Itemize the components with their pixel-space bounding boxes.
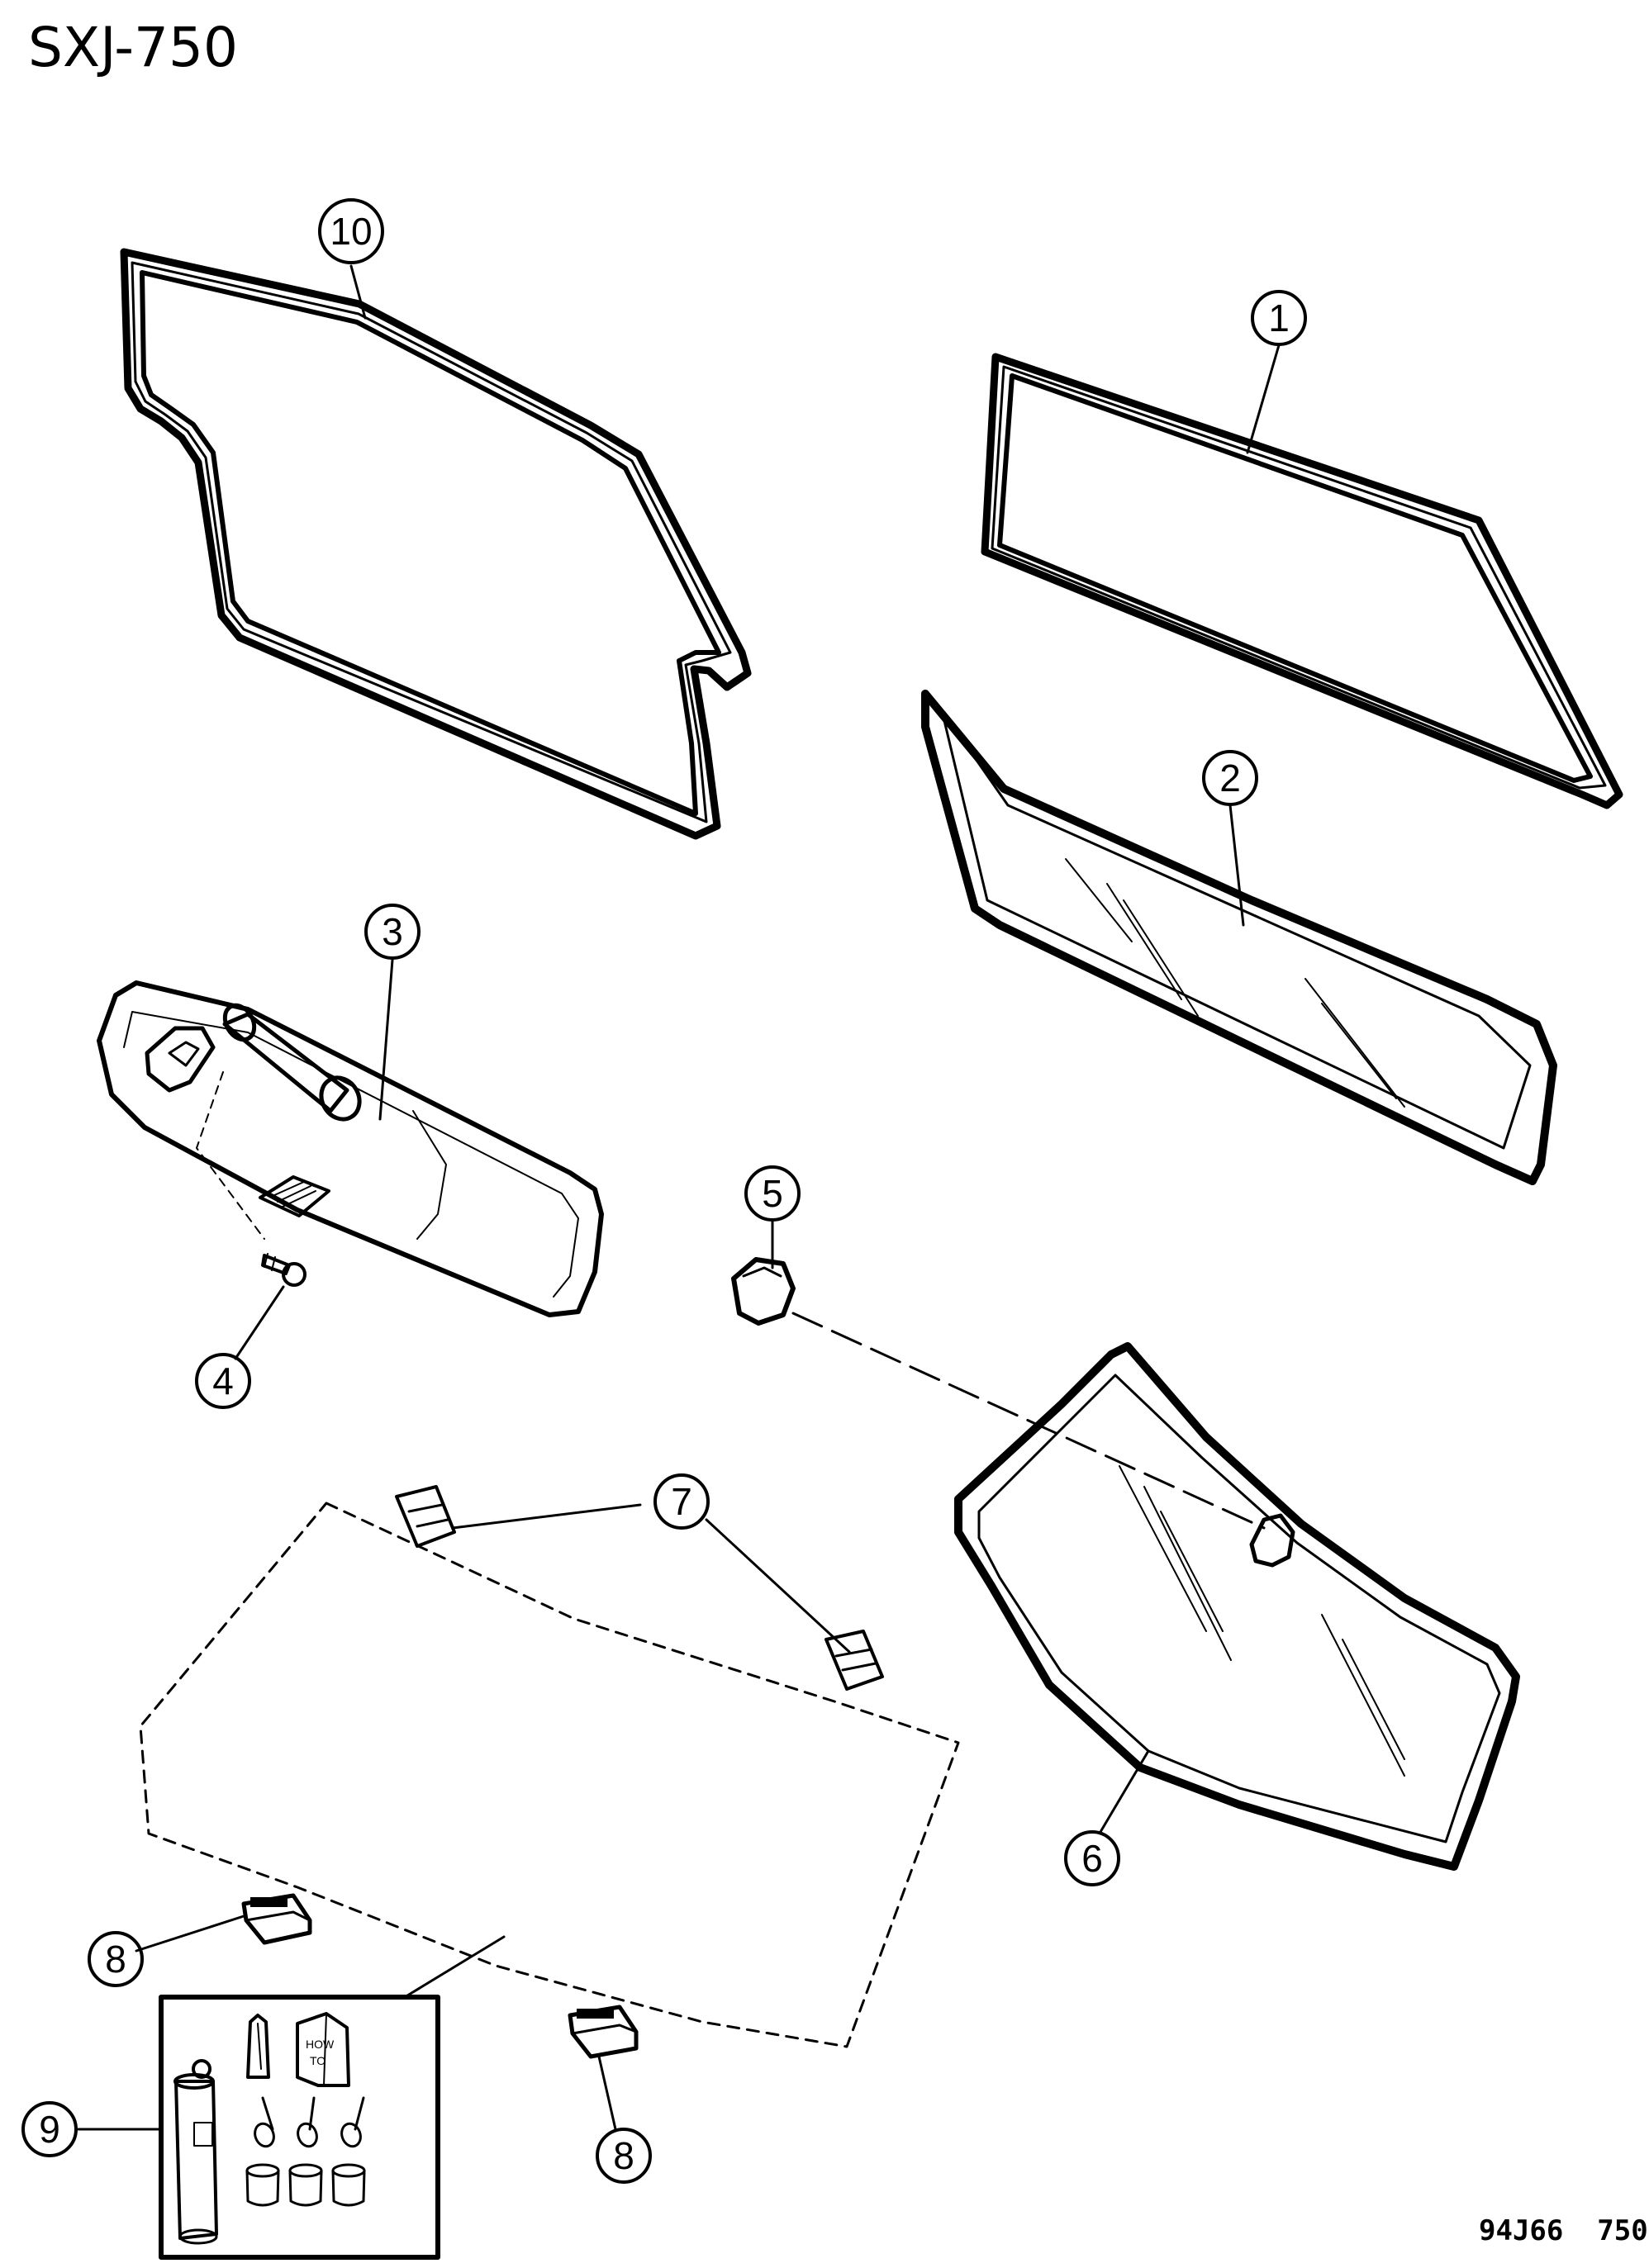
callout-3-label: 3	[382, 910, 403, 953]
windshield-spacer-upper	[395, 1485, 456, 1548]
diagram-id: SXJ-750	[28, 16, 238, 79]
support-block-right	[568, 2005, 639, 2059]
callout-8-left: 8	[88, 1931, 144, 1987]
callout-4-label: 4	[212, 1359, 234, 1402]
callout-6-label: 6	[1081, 1837, 1103, 1880]
kit-booklet-line-1: HOW	[306, 2038, 335, 2051]
callout-10-label: 10	[330, 210, 372, 253]
callout-8-right-label: 8	[613, 2134, 634, 2177]
callout-8-right: 8	[596, 2128, 652, 2184]
callout-1: 1	[1251, 290, 1307, 346]
callout-1-label: 1	[1268, 297, 1290, 339]
callout-2: 2	[1202, 750, 1258, 806]
windshield-position-outline	[139, 1502, 960, 2048]
button-location-leader	[791, 1312, 1266, 1530]
callout-10: 10	[318, 198, 384, 264]
urethane-kit: HOW TO	[159, 1995, 440, 2260]
reference-code: 94J66 750	[1479, 2214, 1648, 2247]
callout-9-label: 9	[39, 2108, 60, 2151]
windshield	[954, 1342, 1520, 1871]
mirror-screw	[261, 1253, 307, 1287]
callout-6: 6	[1064, 1830, 1120, 1886]
leader-lines	[77, 264, 1281, 2131]
callout-5-label: 5	[762, 1172, 783, 1215]
liftgate-glass-seal	[981, 353, 1623, 809]
rearview-mirror	[97, 980, 604, 1317]
callout-2-label: 2	[1219, 757, 1241, 799]
callout-7-label: 7	[671, 1480, 692, 1523]
callout-8-left-label: 8	[105, 1938, 126, 1981]
callout-9: 9	[21, 2101, 78, 2157]
kit-booklet-line-2: TO	[310, 2054, 326, 2067]
callout-7: 7	[653, 1473, 710, 1530]
windshield-spacer-lower	[824, 1630, 884, 1691]
callout-5: 5	[744, 1165, 801, 1222]
liftgate-glass	[921, 690, 1557, 1185]
support-block-left	[241, 1893, 312, 1945]
callout-4: 4	[195, 1353, 251, 1409]
tailgate-weatherstrip-seal	[120, 248, 752, 840]
mirror-button	[731, 1257, 796, 1326]
callout-3: 3	[364, 904, 421, 960]
